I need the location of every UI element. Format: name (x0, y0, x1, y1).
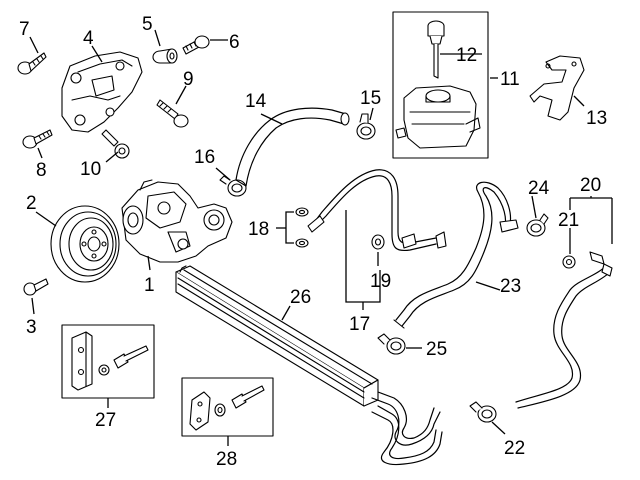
reservoir-group-box (392, 11, 489, 159)
part-3-bolt[interactable] (23, 278, 49, 296)
callout-8: 8 (36, 160, 47, 181)
part-16-clamp[interactable] (219, 175, 247, 197)
part-24-clamp[interactable] (526, 213, 549, 237)
part-7-bolt[interactable] (17, 52, 47, 75)
callout-22: 22 (504, 438, 525, 459)
callout-10: 10 (80, 159, 101, 180)
part-26-cooler[interactable] (175, 265, 443, 466)
callout-17: 17 (349, 314, 370, 335)
part-9-bolt[interactable] (156, 99, 189, 128)
callout-26: 26 (290, 287, 311, 308)
part-20-cooler-line[interactable] (515, 251, 613, 409)
callout-15: 15 (360, 88, 381, 109)
part-2-pulley[interactable] (50, 205, 120, 283)
callout-16: 16 (194, 147, 215, 168)
part-22-clamp[interactable] (469, 401, 497, 423)
callout-25: 25 (426, 339, 447, 360)
callout-5: 5 (142, 14, 153, 35)
callout-6: 6 (229, 32, 240, 53)
callout-2: 2 (26, 193, 37, 214)
part-5-bushing[interactable] (152, 48, 178, 64)
part-23-return-hose[interactable] (393, 181, 519, 329)
callout-28: 28 (216, 449, 237, 470)
leader-lines (29, 29, 613, 446)
callout-11: 11 (500, 69, 520, 90)
part-13-bracket[interactable] (529, 55, 585, 121)
part-4-bracket[interactable] (61, 51, 143, 133)
callout-27: 27 (95, 410, 116, 431)
callout-3: 3 (26, 317, 37, 338)
part-12-dipstick-cap[interactable] (427, 20, 445, 79)
part-6-bolt[interactable] (182, 35, 210, 55)
callout-21: 21 (558, 210, 579, 231)
callout-20: 20 (580, 175, 601, 196)
part-25-clamp[interactable] (377, 333, 406, 355)
part-1-power-steering-pump[interactable] (121, 179, 233, 263)
callout-18: 18 (248, 219, 269, 240)
part-28-bracket-kit[interactable] (189, 385, 265, 431)
callout-19: 19 (370, 271, 391, 292)
callout-labels: 7 4 5 6 9 8 10 2 3 1 14 15 16 18 19 17 1… (19, 14, 607, 470)
callout-7: 7 (19, 19, 30, 40)
part-19-seal-ring[interactable] (371, 234, 385, 250)
callout-14: 14 (245, 91, 267, 112)
callout-24: 24 (528, 178, 550, 199)
part-14-hose[interactable] (235, 107, 350, 187)
part-8-bolt[interactable] (22, 129, 53, 149)
callout-23: 23 (500, 276, 521, 297)
part-10-bolt[interactable] (101, 129, 130, 159)
callout-13: 13 (586, 108, 607, 129)
part-27-bracket-kit[interactable] (71, 331, 149, 391)
part-15-clamp[interactable] (356, 113, 376, 140)
callout-4: 4 (83, 28, 94, 49)
callout-1: 1 (144, 275, 155, 296)
part-18-seal-rings[interactable] (295, 207, 309, 248)
part-11-reservoir[interactable] (395, 85, 481, 149)
part-21-seal-ring[interactable] (562, 255, 576, 269)
callout-9: 9 (183, 69, 194, 90)
callout-12: 12 (456, 45, 477, 66)
part-17-pressure-line[interactable] (307, 169, 447, 252)
